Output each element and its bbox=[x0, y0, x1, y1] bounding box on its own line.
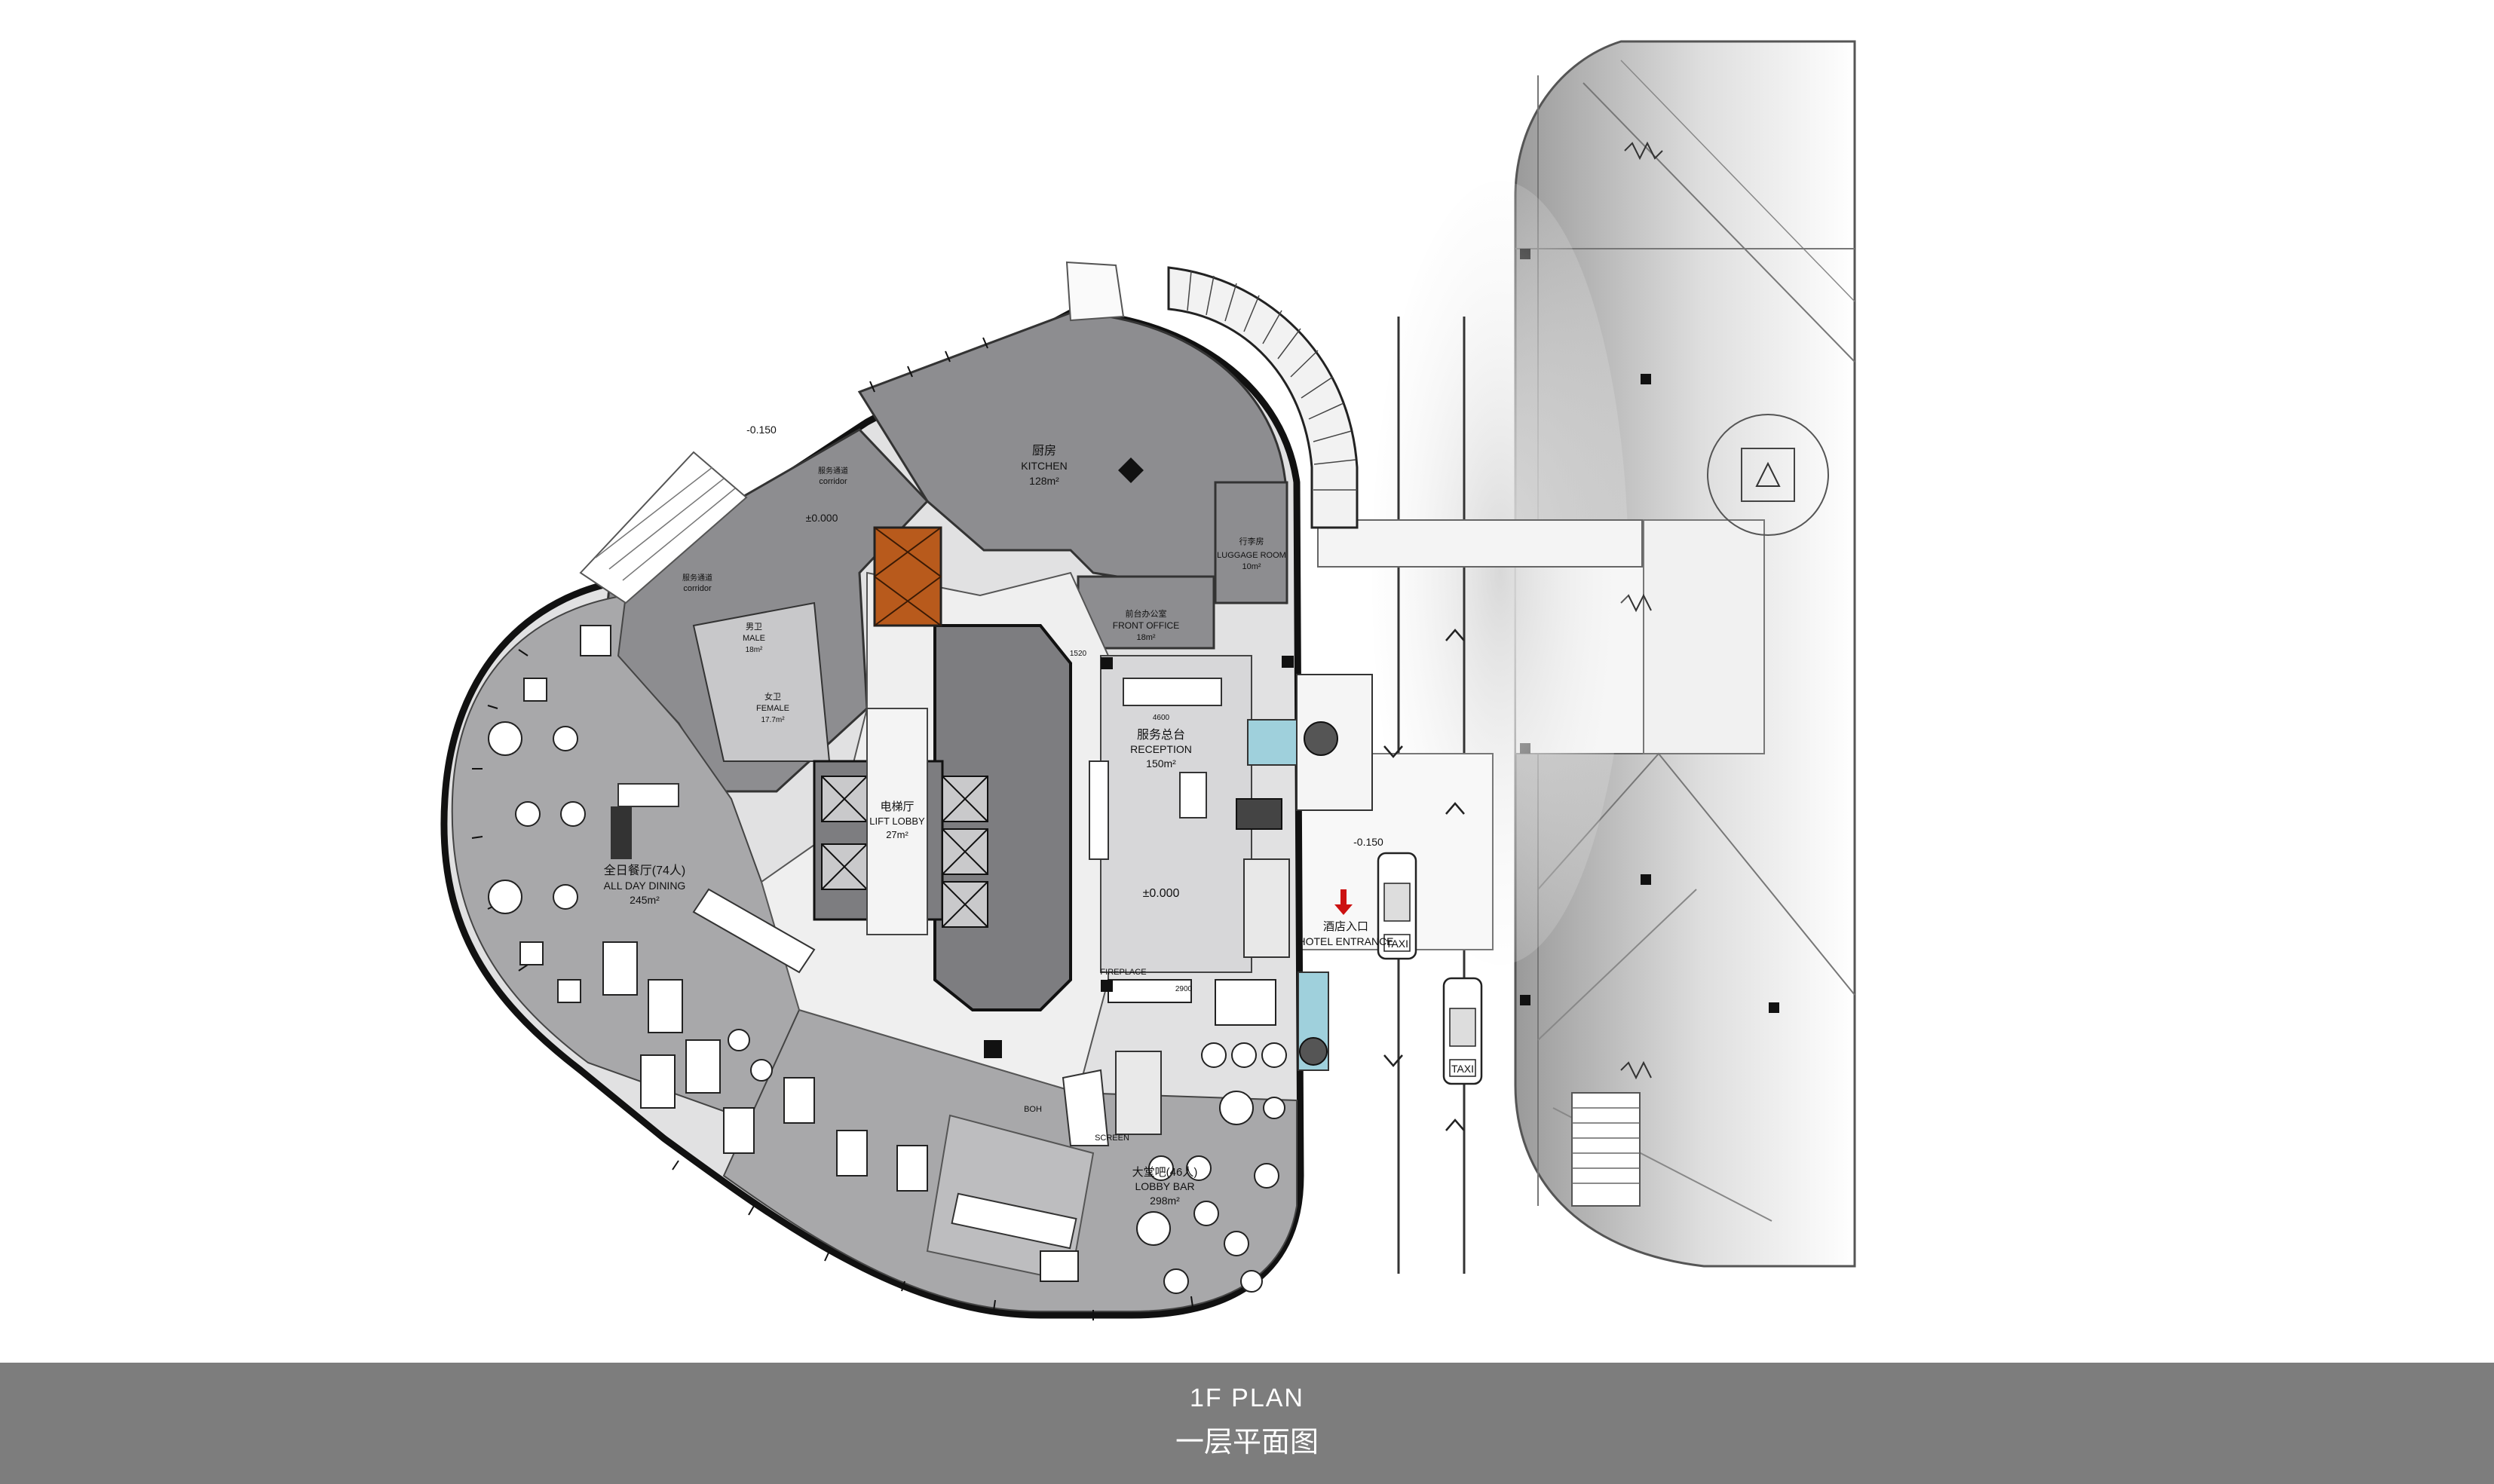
lobby-level: ±0.000 bbox=[1143, 887, 1180, 900]
front-office-label-zh: 前台办公室 bbox=[1126, 608, 1167, 619]
plan-title-en: 1F PLAN bbox=[1190, 1384, 1304, 1412]
lift-lobby-label-en: LIFT LOBBY bbox=[869, 815, 925, 827]
kitchen-label-zh: 厨房 bbox=[1032, 444, 1056, 457]
svg-text:TAXI: TAXI bbox=[1386, 938, 1408, 950]
service-level: ±0.000 bbox=[806, 512, 838, 524]
lobby-bar-label-en: LOBBY BAR bbox=[1135, 1180, 1194, 1192]
corridor-b-zh: 服务通道 bbox=[682, 573, 712, 583]
luggage-label-zh: 行李房 bbox=[1239, 536, 1264, 546]
dining-furniture bbox=[488, 625, 1079, 1282]
front-office-label-en: FRONT OFFICE bbox=[1113, 620, 1179, 631]
reception-area: 150m² bbox=[1146, 757, 1176, 770]
hotel-entrance-zh: 酒店入口 bbox=[1323, 920, 1368, 933]
reception-label-zh: 服务总台 bbox=[1137, 728, 1185, 742]
svg-text:TAXI: TAXI bbox=[1451, 1063, 1474, 1075]
hotel-entrance-en: HOTEL ENTRANCE bbox=[1298, 935, 1393, 947]
bar-furniture bbox=[1136, 1042, 1287, 1294]
title-bar: 1F PLAN 一层平面图 bbox=[0, 1363, 2494, 1484]
reception-label-en: RECEPTION bbox=[1130, 743, 1192, 755]
dim-1520: 1520 bbox=[1070, 650, 1087, 658]
dim-2900: 2900 bbox=[1175, 985, 1193, 993]
luggage-label-en: LUGGAGE ROOM bbox=[1217, 551, 1286, 560]
lift-lobby-label-zh: 电梯厅 bbox=[880, 800, 914, 813]
female-area: 17.7m² bbox=[761, 716, 785, 724]
dining-label-en: ALL DAY DINING bbox=[604, 880, 686, 892]
lobby-bar-label-zh: 大堂吧(46人) bbox=[1132, 1166, 1198, 1179]
floor-plan-drawing: TAXI TAXI bbox=[440, 40, 1856, 1320]
corridor-a-en: corridor bbox=[819, 477, 847, 486]
male-label-en: MALE bbox=[743, 634, 765, 643]
lobby-bar-area: 298m² bbox=[1150, 1195, 1180, 1207]
corridor-b-en: corridor bbox=[683, 584, 712, 593]
dim-4600: 4600 bbox=[1153, 714, 1170, 722]
front-office-area: 18m² bbox=[1136, 633, 1155, 642]
luggage-area: 10m² bbox=[1242, 562, 1261, 571]
taxi-1: TAXI bbox=[1377, 852, 1417, 960]
lift-lobby-area: 27m² bbox=[886, 829, 908, 840]
male-area: 18m² bbox=[746, 646, 763, 654]
kitchen-area: 128m² bbox=[1029, 475, 1059, 487]
screen-label: SCREEN bbox=[1095, 1134, 1129, 1143]
fireplace-label: FIREPLACE bbox=[1100, 968, 1146, 977]
room-labels: 厨房 KITCHEN 128m² 行李房 LUGGAGE ROOM 10m² 前… bbox=[604, 424, 1394, 1207]
taxi-2: TAXI bbox=[1442, 977, 1483, 1085]
dining-area: 245m² bbox=[630, 894, 660, 906]
plan-title-zh: 一层平面图 bbox=[1175, 1425, 1319, 1458]
male-label-zh: 男卫 bbox=[746, 623, 762, 632]
corridor-a-zh: 服务通道 bbox=[818, 466, 848, 476]
dining-label-zh: 全日餐厅(74人) bbox=[604, 864, 685, 877]
entrance-arrow-icon bbox=[1334, 889, 1353, 915]
outside-level-b: -0.150 bbox=[1353, 836, 1383, 848]
kitchen-label-en: KITCHEN bbox=[1021, 460, 1067, 472]
female-label-en: FEMALE bbox=[756, 704, 789, 713]
boh-label: BOH bbox=[1024, 1105, 1042, 1114]
female-label-zh: 女卫 bbox=[764, 691, 781, 702]
outside-level-a: -0.150 bbox=[746, 424, 777, 436]
